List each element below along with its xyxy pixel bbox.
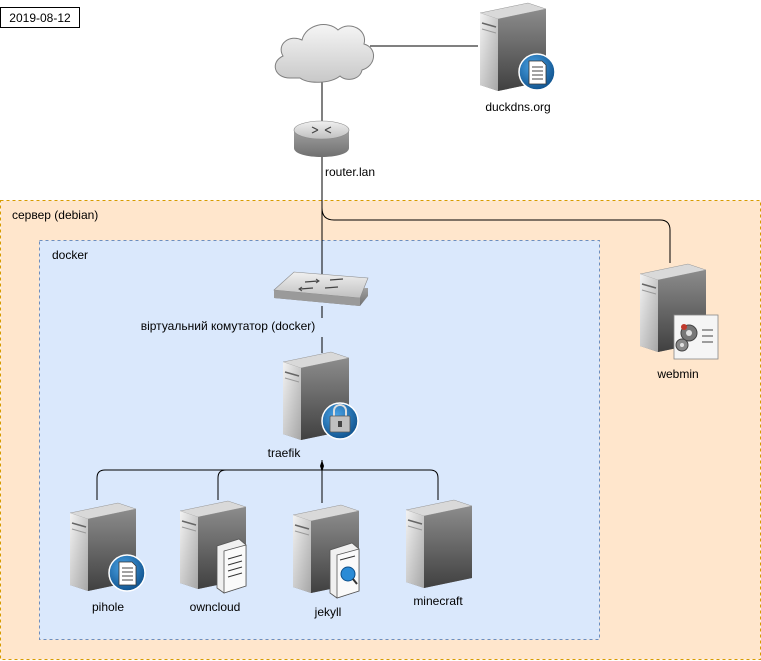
dns-badge-icon xyxy=(108,554,146,592)
router-node[interactable]: router.lan xyxy=(293,120,375,179)
switch-label: віртуальний комутатор (docker) xyxy=(141,319,316,333)
traefik-owncloud-link xyxy=(217,469,227,500)
router-icon xyxy=(293,120,350,157)
traefik-node[interactable]: traefik xyxy=(268,351,359,460)
jekyll-label: jekyll xyxy=(314,605,342,619)
pihole-label: pihole xyxy=(92,600,124,614)
webmin-label: webmin xyxy=(656,367,698,381)
duckdns-node[interactable]: duckdns.org xyxy=(479,2,556,114)
internet-cloud xyxy=(274,24,374,83)
router-label: router.lan xyxy=(325,165,375,179)
owncloud-label: owncloud xyxy=(190,600,241,614)
date-label: 2019-08-12 xyxy=(9,11,71,25)
server-group-label: сервер (debian) xyxy=(12,208,98,222)
cloud-icon xyxy=(274,24,374,83)
settings-badge-icon xyxy=(673,314,719,360)
server-icon xyxy=(405,499,473,589)
minecraft-label: minecraft xyxy=(413,594,463,608)
date-box xyxy=(0,7,80,28)
traefik-bus xyxy=(96,469,439,500)
router-webmin-link xyxy=(321,207,671,263)
switch-icon xyxy=(273,271,369,306)
search-document-badge-icon xyxy=(329,542,360,599)
duckdns-label: duckdns.org xyxy=(485,100,550,114)
docker-group-label: docker xyxy=(52,248,88,262)
webmin-node[interactable]: webmin xyxy=(639,263,719,381)
pihole-node[interactable]: pihole xyxy=(69,502,146,614)
jekyll-node[interactable]: jekyll xyxy=(292,504,360,619)
traefik-label: traefik xyxy=(268,446,302,460)
minecraft-node[interactable]: minecraft xyxy=(405,499,473,608)
connectors xyxy=(96,45,671,503)
switch-node[interactable]: віртуальний комутатор (docker) xyxy=(141,271,369,333)
dns-badge-icon xyxy=(518,53,556,91)
lock-badge-icon xyxy=(321,402,359,440)
document-badge-icon xyxy=(216,538,247,594)
owncloud-node[interactable]: owncloud xyxy=(179,500,247,614)
